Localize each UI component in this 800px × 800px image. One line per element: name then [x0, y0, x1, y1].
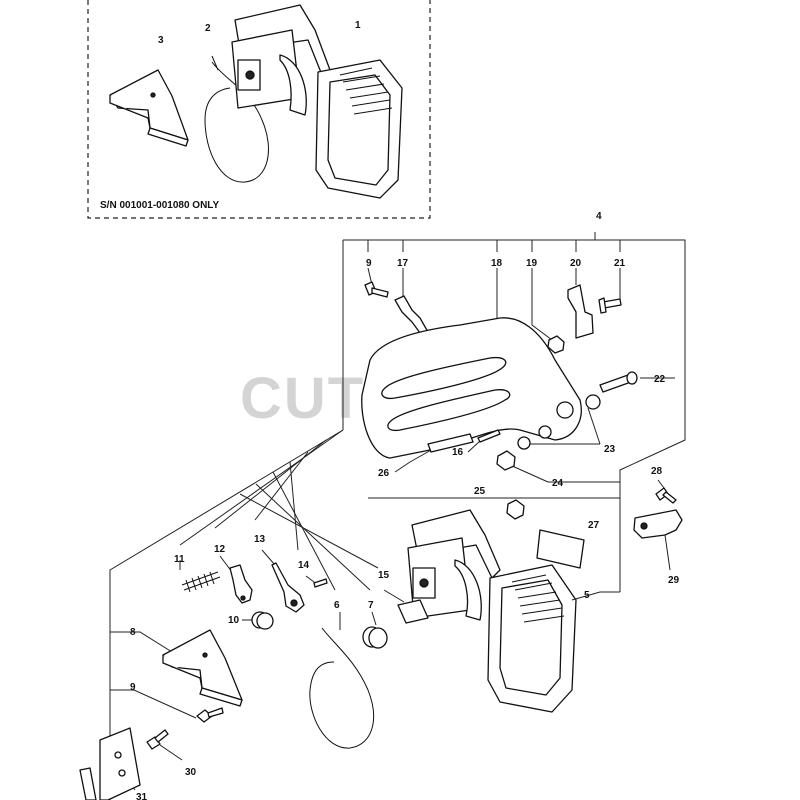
callout-8: 8: [130, 627, 136, 638]
inset-box: S/N 001001-001080 ONLY: [87, 0, 431, 219]
part-14-pin: [313, 578, 328, 588]
part-23-spacers: [517, 394, 601, 450]
inset-note: S/N 001001-001080 ONLY: [100, 200, 219, 211]
part-24-nut: [496, 450, 516, 471]
part-21-screw: [598, 297, 622, 314]
callout-16: 16: [452, 447, 464, 458]
callout-25: 25: [474, 486, 486, 497]
part-11-spring: [181, 571, 221, 593]
part-10-bushing: [251, 611, 274, 630]
callout-24: 24: [552, 478, 564, 489]
part-27-label: [536, 529, 585, 569]
callout-11: 11: [174, 554, 185, 565]
part-5-clutch-housing: [407, 509, 620, 713]
callout-13: 13: [254, 534, 266, 545]
callout-23: 23: [604, 444, 616, 455]
part-13-link: [271, 562, 305, 613]
part-31-plate: [79, 727, 141, 800]
callout-6: 6: [334, 600, 340, 611]
callout-labels: 1 2 3 4 9 17 18 19 20 21 22 23 16 26 24 …: [130, 20, 680, 800]
leaders-lower: [110, 429, 405, 791]
callout-20: 20: [570, 258, 582, 269]
callout-10: 10: [228, 615, 240, 626]
callout-18: 18: [491, 258, 503, 269]
part-22-bolt: [599, 371, 638, 393]
callout-31: 31: [136, 792, 148, 800]
callout-15: 15: [378, 570, 390, 581]
callout-22: 22: [654, 374, 666, 385]
part-15-block: [397, 599, 429, 624]
callout-2: 2: [205, 23, 211, 34]
part-25-nut: [506, 499, 525, 520]
part-26-label: [427, 433, 474, 453]
part-18-chain-guide-plate: [361, 317, 582, 459]
callout-5: 5: [584, 590, 590, 601]
callout-1: 1: [355, 20, 361, 31]
group-4-bracket: [342, 232, 686, 592]
part-9-screw: [196, 707, 224, 723]
part-29-lever: [633, 509, 683, 571]
part-9-bolt: [364, 281, 389, 298]
part-20-bracket: [567, 284, 594, 339]
callout-9-lower: 9: [130, 682, 136, 693]
part-3-cover-plate: [109, 69, 189, 147]
part-16-pin: [477, 429, 501, 443]
callout-27: 27: [588, 520, 600, 531]
part-7-bushing: [362, 626, 388, 649]
part-30-screw: [146, 729, 169, 750]
callout-29: 29: [668, 575, 680, 586]
part-6-brake-band: [309, 627, 375, 749]
callout-14: 14: [298, 560, 310, 571]
part-8-cover-plate: [162, 629, 243, 707]
group-5-bracket: [109, 429, 344, 800]
callout-12: 12: [214, 544, 226, 555]
part-12-lever: [229, 564, 253, 604]
callout-28: 28: [651, 466, 663, 477]
callout-19: 19: [526, 258, 538, 269]
part-19-nut: [547, 335, 565, 354]
callout-30: 30: [185, 767, 197, 778]
callout-3: 3: [158, 35, 164, 46]
callout-17: 17: [397, 258, 409, 269]
callout-4: 4: [596, 211, 602, 222]
part-1-clutch-housing: [231, 4, 403, 199]
part-28-screw: [655, 479, 677, 504]
callout-21: 21: [614, 258, 626, 269]
callout-7: 7: [368, 600, 374, 611]
callout-9-upper: 9: [366, 258, 372, 269]
callout-26: 26: [378, 468, 390, 479]
